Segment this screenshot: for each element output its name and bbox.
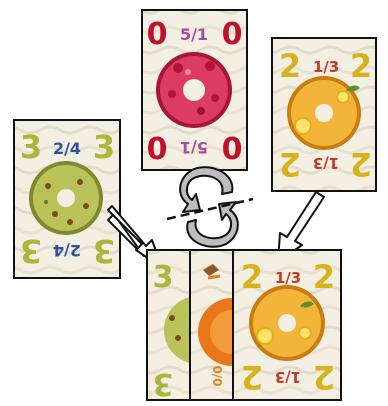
raspberry-corner-bottom-left: 0	[147, 129, 168, 164]
stack-pistachio-corner-bottom: 3	[153, 366, 174, 401]
pistachio-corner-bottom-left: 3	[20, 232, 42, 270]
raspberry-corner-top-right: 0	[222, 17, 243, 52]
card-raspberry[interactable]: 0 5/1 0 0 5/1 0	[142, 10, 247, 170]
pistachio-corner-top-left: 3	[20, 128, 42, 166]
lemon-corner-top-left: 2	[279, 47, 301, 85]
lemon-fraction-top: 1/3	[313, 58, 339, 76]
stack-lemon-fraction-bottom: 1/3	[275, 368, 301, 386]
lemon-donut-image	[287, 76, 361, 150]
stack-lemon-corner-bottom-left: 2	[241, 358, 263, 396]
raspberry-corner-bottom-right: 0	[222, 129, 243, 164]
card-stack[interactable]: 3 3 0/0 2 1/3 2	[147, 250, 341, 401]
card-lemon[interactable]: 2 1/3 2 2 1/3 2	[272, 38, 376, 191]
stack-orange-fraction: 0/0	[210, 365, 224, 386]
stack-lemon-corner-top-right: 2	[313, 258, 335, 296]
stack-lemon-donut-image	[249, 285, 325, 361]
stack-lemon-corner-bottom-right: 2	[313, 358, 335, 396]
raspberry-fraction-top: 5/1	[180, 25, 208, 44]
lemon-fraction-bottom: 1/3	[313, 154, 339, 172]
pistachio-fraction-bottom: 2/4	[53, 241, 81, 260]
raspberry-fraction-bottom: 5/1	[180, 138, 208, 157]
card-pistachio[interactable]: 3 2/4 3 3 2/4 3	[14, 120, 120, 278]
lemon-corner-bottom-right: 2	[350, 145, 372, 183]
stack-lemon-corner-top-left: 2	[241, 258, 263, 296]
lemon-corner-top-right: 2	[350, 47, 372, 85]
stack-card-lemon: 2 1/3 2 2 1/3 2	[233, 250, 341, 400]
stack-pistachio-corner-top: 3	[153, 260, 174, 295]
pistachio-donut-image	[29, 161, 103, 235]
raspberry-corner-top-left: 0	[147, 17, 168, 52]
pistachio-corner-bottom-right: 3	[93, 232, 115, 270]
lemon-corner-bottom-left: 2	[279, 145, 301, 183]
pistachio-fraction-top: 2/4	[53, 139, 81, 158]
rotate-flip-icon	[167, 167, 253, 247]
pistachio-corner-top-right: 3	[93, 128, 115, 166]
raspberry-donut-image	[156, 52, 232, 128]
stack-lemon-fraction-top: 1/3	[275, 269, 301, 287]
